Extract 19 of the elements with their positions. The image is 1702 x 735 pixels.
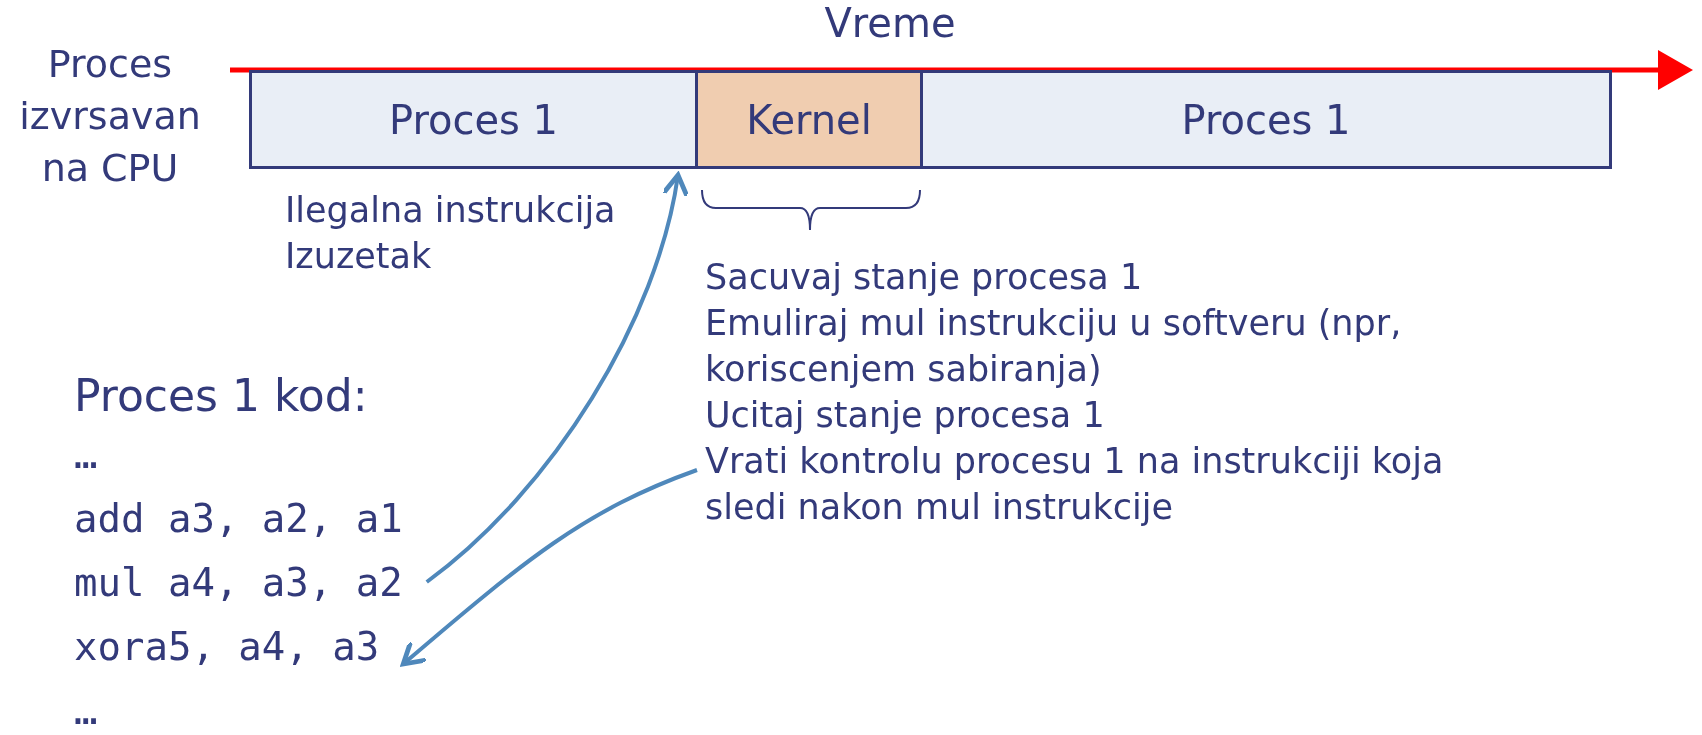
axis-title: Vreme [823, 0, 957, 46]
step-text: Vrati kontrolu procesu 1 na instrukciji koja sledi nakon mul instrukcije [705, 440, 1445, 529]
step-text: Emuliraj mul instrukciju u softveru (npr, koriscenjem sabiranja) [705, 302, 1403, 391]
annotation-text: Izuzetak [285, 236, 432, 276]
ellipsis: … [74, 688, 98, 733]
arrow [400, 468, 698, 667]
process-box: Proces 1 [920, 70, 1612, 169]
code-line: xora5, a4, a3 [74, 624, 380, 669]
code-heading: Proces 1 kod: [74, 370, 368, 421]
step-text: Sacuvaj stanje procesa 1 [705, 256, 1144, 299]
code-line: mul a4, a3, a2 [74, 560, 403, 605]
process-box: Proces 1 [249, 70, 698, 169]
annotation-text: Ilegalna instrukcija [285, 190, 616, 230]
kernel-box: Kernel [695, 70, 923, 169]
step-text: Ucitaj stanje procesa 1 [705, 394, 1106, 437]
ellipsis: … [74, 432, 98, 477]
code-line: add a3, a2, a1 [74, 496, 403, 541]
arrow [425, 172, 689, 584]
axis-label: Proces izvrsavan na CPU [18, 41, 202, 192]
